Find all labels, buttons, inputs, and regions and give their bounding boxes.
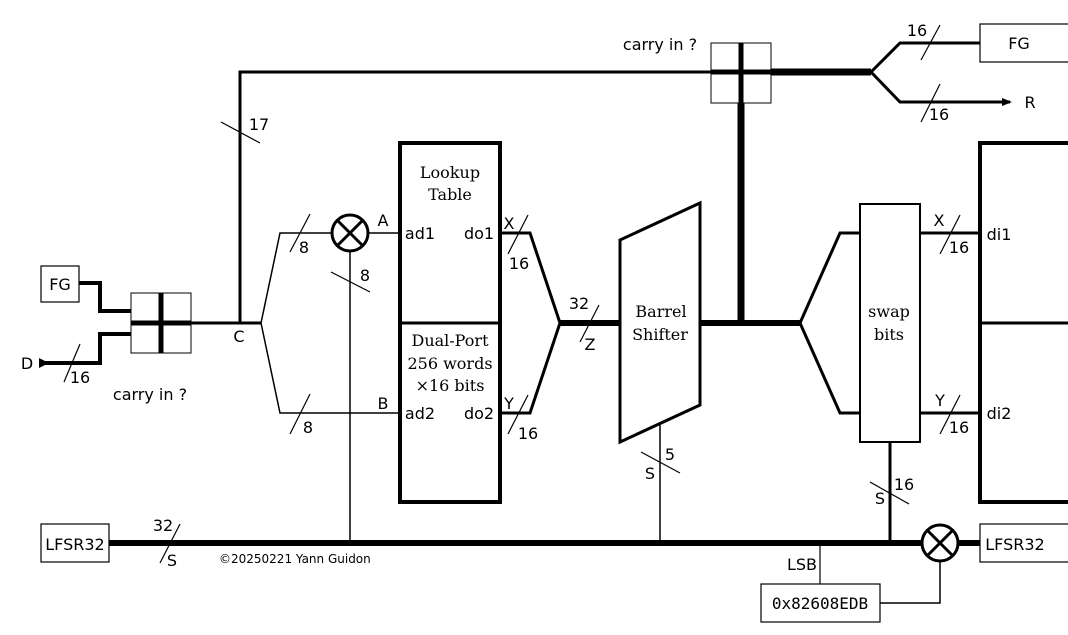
d-input-wire	[44, 332, 131, 365]
swap-width-slash	[869, 481, 910, 505]
barrel-shifter	[618, 200, 702, 445]
fg-left-label: FG	[49, 275, 71, 294]
upper-branch-wire	[260, 232, 332, 324]
c-label: C	[233, 327, 244, 346]
fg-right-label: FG	[1008, 34, 1030, 53]
lfsr-tap-width: 8	[360, 266, 370, 285]
fg-right-width-slash	[920, 24, 941, 61]
swap-s-width: 16	[894, 475, 914, 494]
swap-x-label: X	[934, 211, 945, 230]
ram-sub-2: 256 words	[407, 354, 492, 373]
destination-ram	[978, 141, 1068, 504]
lfsr-left-width: 32	[153, 516, 173, 535]
a-width-slash	[289, 213, 311, 253]
shift-width-slash	[640, 451, 681, 474]
ram-y-output	[500, 322, 562, 415]
ram-x-width: 16	[509, 254, 529, 273]
shifter-line-2: Shifter	[632, 325, 688, 344]
swap-x-width-slash	[939, 214, 961, 255]
input-adder	[130, 292, 192, 354]
fg-right-box	[979, 23, 1068, 63]
xor-gate-a	[330, 213, 370, 253]
ad2-port: ad2	[405, 404, 435, 423]
lfsr-right-label: LFSR32	[985, 535, 1044, 554]
di1-port: di1	[987, 225, 1012, 244]
xor-gate-lfsr	[920, 523, 960, 563]
b-width-slash	[289, 393, 311, 435]
poly-value: 0x82608EDB	[772, 594, 868, 613]
swap-bits-box	[859, 203, 921, 443]
d-input-arrow	[39, 358, 49, 368]
carry-in-top: carry in ?	[623, 35, 697, 54]
d-width-slash	[63, 343, 81, 383]
fg-left-box	[40, 265, 80, 303]
fg-right-branch	[869, 41, 980, 74]
r-output-branch	[869, 70, 1012, 106]
lfsr-tap-width-slash	[330, 271, 371, 293]
r-width: 16	[929, 105, 949, 124]
a-label: A	[378, 211, 389, 230]
copyright: ©20250221 Yann Guidon	[219, 552, 371, 566]
swap-line-2: bits	[874, 325, 904, 344]
z-width: 32	[569, 294, 589, 313]
lower-branch-wire	[260, 322, 400, 414]
lfsr-left-s: S	[167, 551, 177, 570]
swap-y-width: 16	[949, 418, 969, 437]
poly-feedback-wire	[880, 562, 941, 604]
d-label: D	[21, 354, 33, 373]
lfsr-left-label: LFSR32	[45, 535, 104, 554]
fg-to-adder-wire	[79, 281, 131, 313]
z-label: Z	[585, 335, 596, 354]
ram-title-1: Lookup	[420, 163, 480, 182]
swap-x-width: 16	[949, 238, 969, 257]
r-label: R	[1024, 93, 1035, 112]
swap-y-width-slash	[939, 394, 961, 435]
ram-y-width: 16	[518, 424, 538, 443]
ram-y-width-slash	[507, 394, 529, 435]
lfsr-left-width-slash	[159, 523, 181, 564]
do2-port: do2	[464, 404, 494, 423]
lfsr-left-box	[40, 523, 110, 563]
z-width-slash	[579, 304, 600, 343]
swap-y-label: Y	[934, 391, 945, 410]
ram-y-label: Y	[503, 394, 514, 413]
shift-s-label: S	[645, 464, 655, 483]
ram-x-width-slash	[507, 214, 529, 255]
swap-s-label: S	[875, 489, 885, 508]
top-adder	[710, 42, 772, 104]
width-17: 17	[249, 115, 269, 134]
di2-port: di2	[987, 404, 1012, 423]
shift-width: 5	[665, 445, 675, 464]
a-width: 8	[299, 238, 309, 257]
ram-sub-3: ×16 bits	[416, 376, 485, 395]
lookup-table-ram	[398, 141, 502, 504]
ad1-port: ad1	[405, 224, 435, 243]
do1-port: do1	[464, 224, 494, 243]
shifter-line-1: Barrel	[635, 302, 686, 321]
lsb-label: LSB	[787, 555, 817, 574]
ram-x-output	[500, 231, 562, 324]
fg-right-width: 16	[907, 21, 927, 40]
feedback-17-wire	[238, 70, 711, 323]
d-width: 16	[70, 368, 90, 387]
swap-lower-branch	[798, 322, 860, 415]
b-width: 8	[303, 418, 313, 437]
lfsr-right-box	[979, 523, 1068, 563]
poly-box	[760, 583, 881, 623]
b-label: B	[378, 394, 389, 413]
width-17-slash	[220, 121, 261, 144]
swap-upper-branch	[798, 231, 860, 324]
ram-title-2: Table	[428, 185, 472, 204]
carry-in-left: carry in ?	[113, 385, 187, 404]
ram-sub-1: Dual-Port	[411, 331, 489, 350]
r-width-slash	[920, 83, 941, 123]
ram-x-label: X	[504, 214, 515, 233]
swap-line-1: swap	[868, 302, 910, 321]
